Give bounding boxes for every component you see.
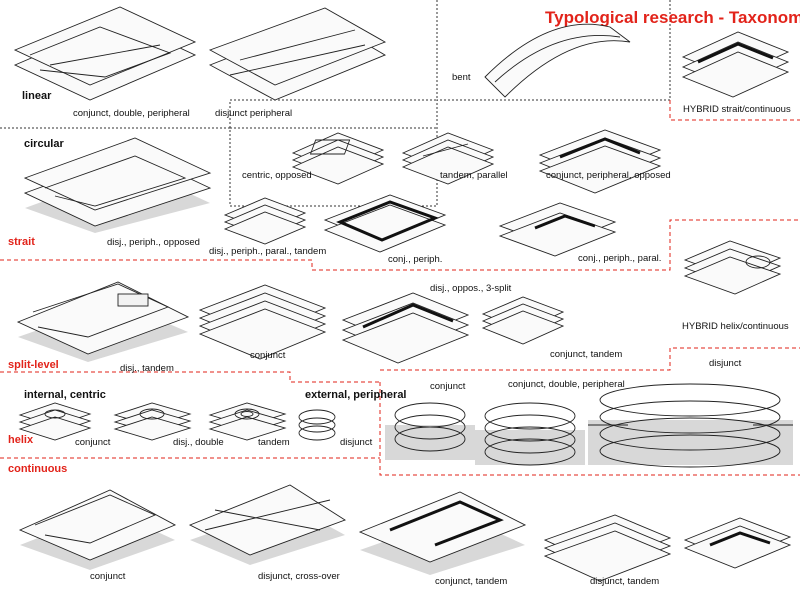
category-continuous: continuous <box>8 463 68 475</box>
caption-hybrid-helix: HYBRID helix/continuous <box>682 321 789 332</box>
hybrid-strait-drawing <box>681 31 790 98</box>
split-level-4-drawing <box>481 296 565 345</box>
caption-split-2: conjunct <box>250 350 286 361</box>
caption-helix-2: disj., double <box>173 437 224 448</box>
cont-2-drawing <box>188 484 347 565</box>
cont-3-drawing <box>358 491 527 575</box>
linear-disjunct-drawing <box>208 7 387 101</box>
helix-2-drawing <box>113 402 192 441</box>
caption-hybrid-strait: HYBRID strait/continuous <box>683 104 791 115</box>
caption-ext-4: disjunct <box>709 358 742 369</box>
page-title: Typological research - Taxonomy <box>545 8 800 27</box>
cont-5-drawing <box>683 517 792 569</box>
caption-circular: disj., periph., opposed <box>107 237 200 248</box>
category-circular: circular <box>24 138 64 150</box>
category-external-peripheral: external, peripheral <box>305 389 407 401</box>
category-strait: strait <box>8 236 35 248</box>
caption-strait-2: conj., periph. <box>388 254 443 265</box>
caption-helix-1: conjunct <box>75 437 111 448</box>
split-level-3-drawing <box>341 292 470 364</box>
linear-conjunct-drawing <box>13 6 197 101</box>
cont-1-drawing <box>18 489 177 570</box>
hybrid-helix-drawing <box>683 240 782 295</box>
caption-cont-3: conjunct, tandem <box>435 576 508 587</box>
caption-cont-4: disjunct, tandem <box>590 576 660 587</box>
caption-tandem-parallel: tandem, parallel <box>440 170 508 181</box>
conj-periph-opposed-drawing <box>538 129 662 194</box>
strait-1-drawing <box>223 197 307 245</box>
category-split-level: split-level <box>8 359 59 371</box>
category-helix: helix <box>8 434 34 446</box>
caption-conj-periph-opposed: conjunct, peripheral, opposed <box>546 170 671 181</box>
caption-helix-3: tandem <box>258 437 290 448</box>
cont-4-drawing <box>543 514 672 582</box>
caption-bent: bent <box>452 72 471 83</box>
caption-strait-1: disj., periph., paral., tandem <box>209 246 327 257</box>
strait-2-drawing <box>323 194 447 253</box>
split-level-2-drawing <box>198 284 327 360</box>
caption-split-4: conjunct, tandem <box>550 349 623 360</box>
ext-1-drawing <box>298 409 336 441</box>
helix-3-drawing <box>208 402 287 441</box>
caption-cont-2: disjunct, cross-over <box>258 571 340 582</box>
ext-2-drawing <box>385 402 475 460</box>
split-level-1-drawing <box>16 281 190 362</box>
centric-opposed-drawing <box>291 132 385 185</box>
caption-strait-3: conj., periph., paral. <box>578 253 662 264</box>
caption-ext-1: disjunct <box>340 437 373 448</box>
caption-ext-3: conjunct, double, peripheral <box>508 379 625 390</box>
caption-centric-opposed: centric, opposed <box>242 170 312 181</box>
tandem-parallel-drawing <box>401 132 495 185</box>
circular-drawing <box>23 137 212 233</box>
caption-cont-1: conjunct <box>90 571 126 582</box>
caption-split-3: disj., oppos., 3-split <box>430 283 512 294</box>
bent-drawing <box>484 23 631 98</box>
caption-ext-2: conjunct <box>430 381 466 392</box>
caption-linear-1: conjunct, double, peripheral <box>73 108 190 119</box>
category-internal-centric: internal, centric <box>24 389 106 401</box>
ext-3-drawing <box>475 402 585 466</box>
caption-linear-2: disjunct peripheral <box>215 108 293 119</box>
strait-3-drawing <box>498 202 617 257</box>
category-linear: linear <box>22 90 52 102</box>
caption-split-1: disj., tandem <box>120 363 174 374</box>
helix-1-drawing <box>18 402 92 441</box>
ext-4-drawing <box>588 383 793 468</box>
